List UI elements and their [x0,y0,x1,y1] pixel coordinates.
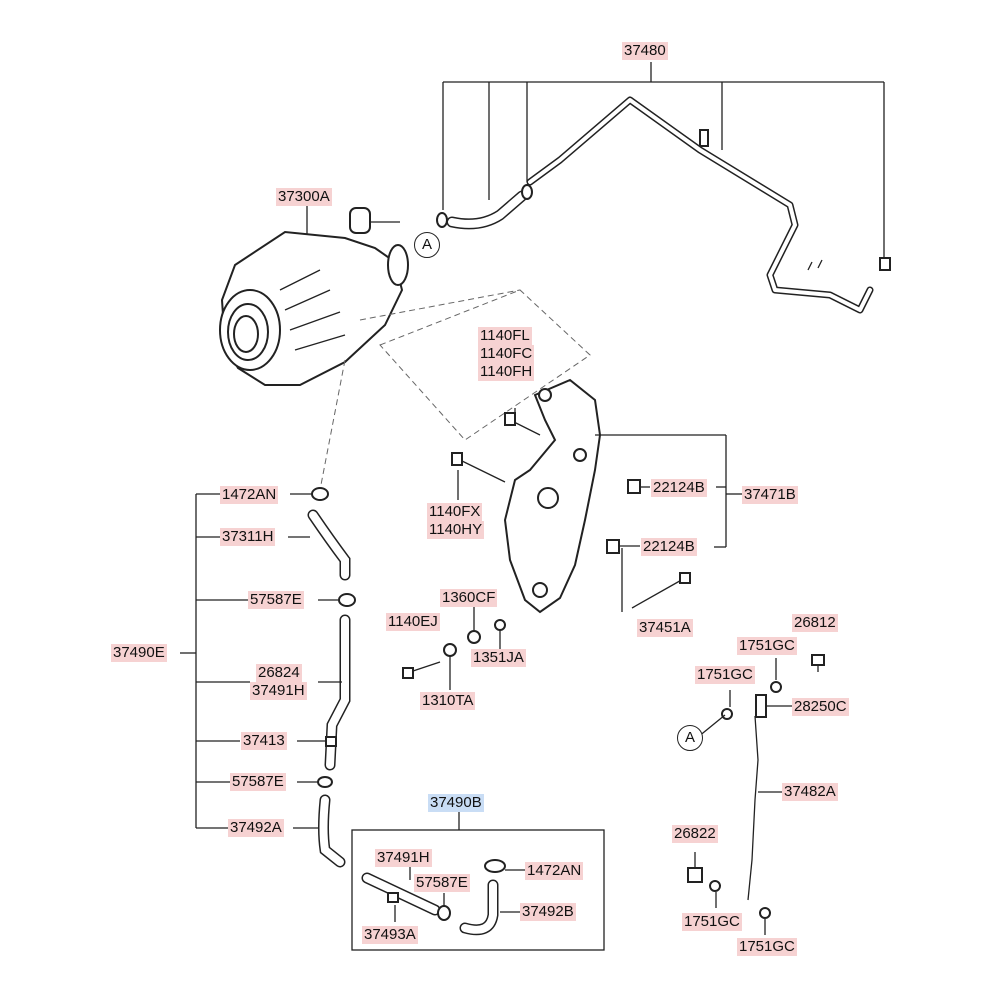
part-label-37492A[interactable]: 37492A [228,819,284,837]
callout-a-circle-2: A [677,725,703,751]
dashed-fastener-box [379,289,591,441]
part-label-37491H-detail[interactable]: 37491H [375,849,432,867]
sensor-cable-icon [687,654,825,935]
tube-assembly-icon [436,96,891,314]
part-label-37491H[interactable]: 37491H [250,682,307,700]
part-label-37311H[interactable]: 37311H [220,528,276,546]
part-label-1472AN[interactable]: 1472AN [220,486,279,504]
bracket-37480 [442,62,885,262]
bolts-icon [402,408,691,690]
part-label-57587E-detail[interactable]: 57587E [414,874,470,892]
part-label-37492B[interactable]: 37492B [520,903,576,921]
part-label-1751GC-2[interactable]: 1751GC [695,666,755,684]
part-label-1310TA[interactable]: 1310TA [420,692,476,710]
callout-a-circle: A [414,232,440,258]
part-label-37471B[interactable]: 37471B [742,486,798,504]
part-label-26824[interactable]: 26824 [256,664,302,682]
part-label-1140FL[interactable]: 1140FL [478,327,532,345]
part-label-22124B-upper[interactable]: 22124B [651,479,707,497]
part-label-1140EJ[interactable]: 1140EJ [386,613,440,631]
part-label-1351JA[interactable]: 1351JA [471,649,526,667]
part-label-1751GC-4[interactable]: 1751GC [737,938,797,956]
part-label-26812[interactable]: 26812 [792,614,838,632]
part-label-37413[interactable]: 37413 [241,732,287,750]
part-label-1472AN-detail[interactable]: 1472AN [525,862,584,880]
detail-box-37490B [351,812,605,951]
part-label-37482A[interactable]: 37482A [782,783,838,801]
part-label-37480[interactable]: 37480 [622,42,668,60]
part-label-1140HY[interactable]: 1140HY [427,521,485,539]
hose-set-icon [180,359,356,868]
part-label-1751GC-3[interactable]: 1751GC [682,913,742,931]
bracket-icon [503,378,742,614]
alternator-icon [219,206,521,386]
part-label-37490B[interactable]: 37490B [428,794,484,812]
part-label-1140FX[interactable]: 1140FX [427,503,483,521]
part-label-26822[interactable]: 26822 [672,825,718,843]
part-label-57587E-upper[interactable]: 57587E [248,591,304,609]
part-label-1140FC[interactable]: 1140FC [478,345,535,363]
part-label-1140FH[interactable]: 1140FH [478,363,535,381]
part-label-37451A[interactable]: 37451A [637,619,693,637]
part-label-1751GC-1[interactable]: 1751GC [737,637,797,655]
part-label-1360CF[interactable]: 1360CF [440,589,498,607]
part-label-37490E[interactable]: 37490E [111,644,167,662]
part-label-28250C[interactable]: 28250C [792,698,849,716]
part-label-37300A[interactable]: 37300A [276,188,332,206]
part-label-37493A[interactable]: 37493A [362,926,418,944]
part-label-57587E-lower[interactable]: 57587E [230,773,286,791]
part-label-22124B-lower[interactable]: 22124B [641,538,697,556]
